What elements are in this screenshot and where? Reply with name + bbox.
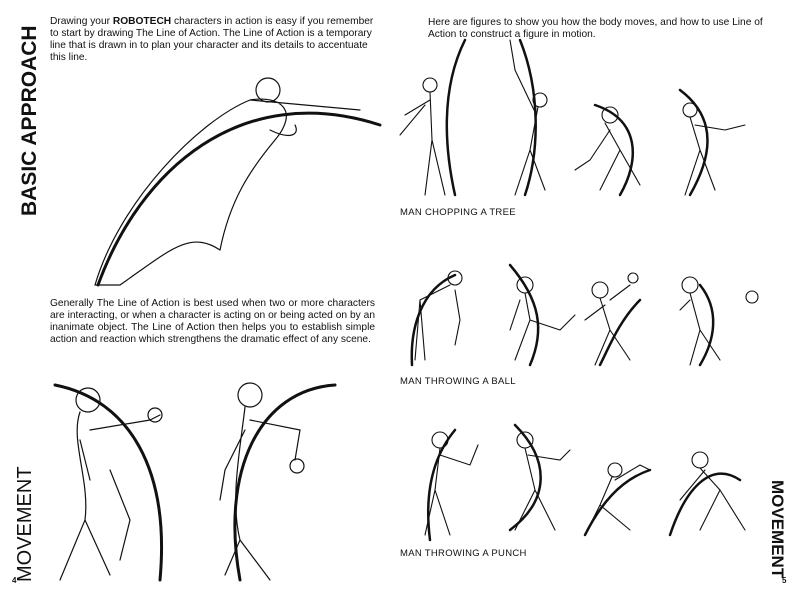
line-of-action-curve bbox=[96, 111, 382, 287]
line-of-action-curve bbox=[678, 88, 709, 197]
brand-name: ROBOTECH bbox=[112, 16, 172, 27]
line-of-action-paragraph: Generally The Line of Action is best use… bbox=[50, 298, 375, 345]
caption-throwing-ball: MAN THROWING A BALL bbox=[400, 376, 516, 387]
line-of-action-curve bbox=[508, 263, 540, 367]
line-of-action-curve bbox=[53, 383, 163, 582]
line-of-action-curve bbox=[698, 283, 715, 367]
line-of-action-curve bbox=[508, 423, 542, 532]
page-number-left: 4 bbox=[12, 576, 17, 585]
punching-figures bbox=[424, 423, 746, 542]
caption-throwing-punch: MAN THROWING A PUNCH bbox=[400, 548, 527, 559]
line-of-action-curve bbox=[445, 38, 467, 197]
line-of-action-curve bbox=[233, 383, 337, 582]
chop-figure-4 bbox=[682, 102, 746, 196]
interacting-figures-illustration bbox=[59, 382, 305, 581]
throw-figure-4 bbox=[679, 276, 759, 366]
line-of-action-curve bbox=[583, 468, 652, 537]
throw-figure-3 bbox=[584, 272, 639, 366]
line-of-action-curve bbox=[593, 103, 635, 197]
line-of-action-curve bbox=[427, 428, 457, 542]
punch-figure-1 bbox=[424, 431, 479, 536]
throw-figure-2 bbox=[509, 276, 576, 361]
leaping-figure-illustration bbox=[94, 77, 361, 286]
line-of-action-curve bbox=[598, 298, 642, 367]
line-of-action-curve bbox=[518, 38, 537, 197]
throwing-figures bbox=[410, 263, 759, 367]
line-of-action-curve bbox=[668, 472, 742, 537]
punch-figure-2 bbox=[514, 431, 571, 531]
chopping-figures bbox=[399, 38, 746, 197]
caption-chopping: MAN CHOPPING A TREE bbox=[400, 207, 516, 218]
intro-text: Drawing your bbox=[50, 16, 113, 27]
right-intro-paragraph: Here are figures to show you how the bod… bbox=[428, 17, 763, 40]
page-number-right: 5 bbox=[782, 576, 787, 585]
line-of-action-curve bbox=[410, 273, 457, 367]
chop-figure-3 bbox=[574, 106, 641, 191]
punch-figure-4 bbox=[679, 451, 746, 531]
chop-figure-1 bbox=[399, 77, 446, 196]
chop-figure-2 bbox=[509, 39, 548, 196]
intro-text: characters in action is easy if you reme… bbox=[50, 16, 374, 63]
intro-paragraph: Drawing your ROBOTECH characters in acti… bbox=[50, 16, 375, 64]
